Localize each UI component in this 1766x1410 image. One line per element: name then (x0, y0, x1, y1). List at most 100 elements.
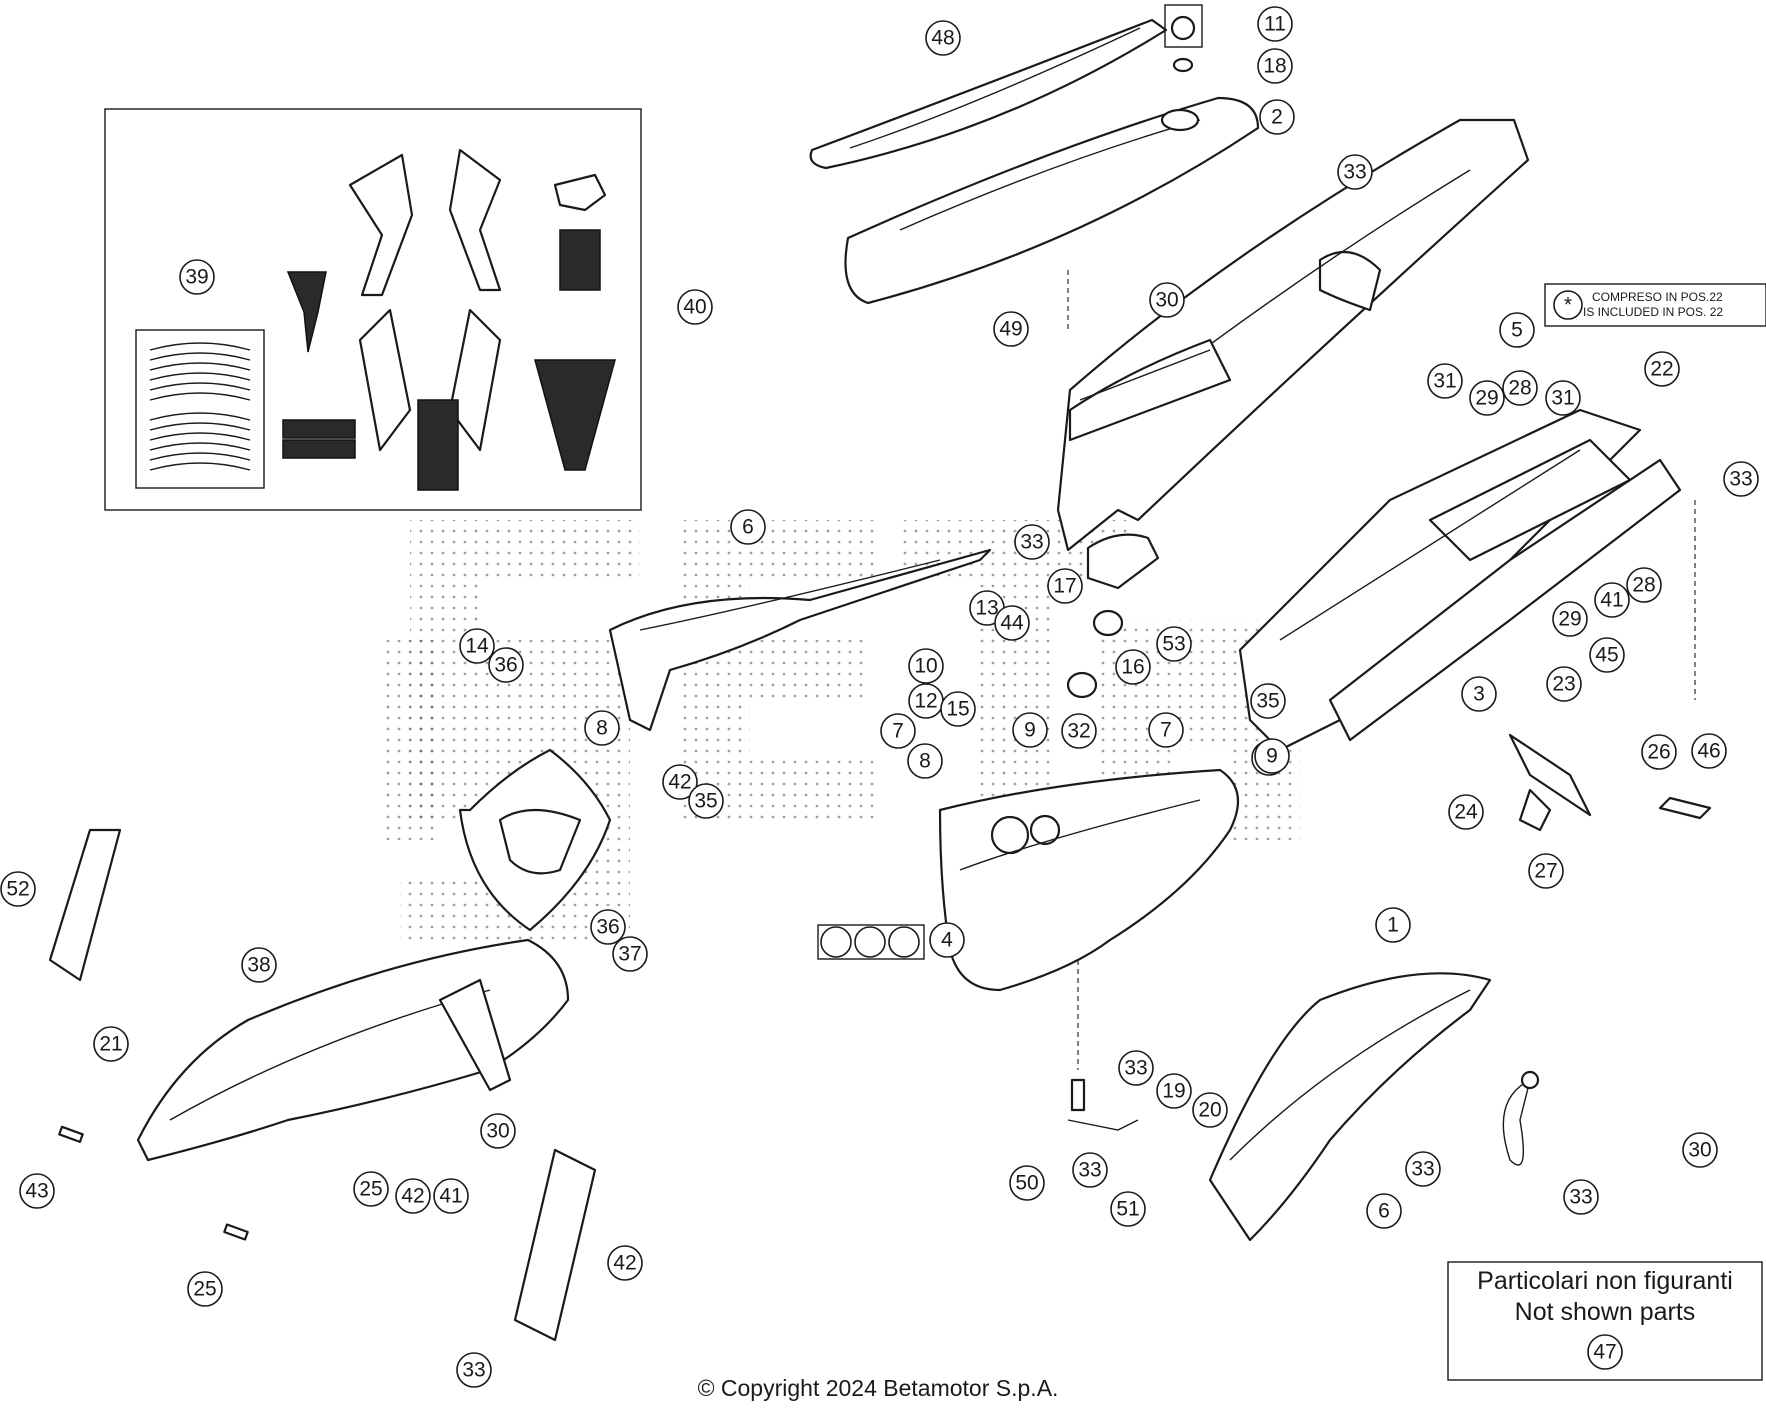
callout-28: 28 (1626, 567, 1662, 603)
license-plate-holder (1508, 733, 1712, 832)
callout-12: 12 (908, 683, 944, 719)
callout-circle (940, 691, 976, 727)
callout-number: 33 (1411, 1158, 1434, 1181)
note-part-circle (1587, 1334, 1623, 1370)
callout-number: 38 (247, 954, 270, 977)
callout-number: 5 (1511, 319, 1523, 342)
callout-circle (612, 936, 648, 972)
callout-number: 25 (193, 1278, 216, 1301)
callout-20: 20 (1192, 1092, 1228, 1128)
callout-17: 17 (1047, 568, 1083, 604)
callout-circle (1148, 712, 1184, 748)
seat-base (844, 96, 1260, 305)
callout-circle (584, 710, 620, 746)
callout-circle (1254, 738, 1290, 774)
callout-circle (1061, 713, 1097, 749)
callout-number: 39 (185, 266, 208, 289)
callout-number: 4 (941, 929, 953, 952)
wiring-harness (1502, 1070, 1540, 1166)
callout-number: 48 (931, 27, 954, 50)
callout-37: 37 (612, 936, 648, 972)
callout-circle (179, 259, 215, 295)
callout-30: 30 (480, 1113, 516, 1149)
callout-9: 9 (1012, 712, 1048, 748)
callout-circle (353, 1171, 389, 1207)
callout-circle (1118, 1050, 1154, 1086)
callout-36: 36 (590, 909, 626, 945)
callout-circle (1192, 1092, 1228, 1128)
callout-49: 49 (993, 311, 1029, 347)
callout-circle (1375, 907, 1411, 943)
callout-circle (1337, 154, 1373, 190)
callout-number: 33 (1124, 1057, 1147, 1080)
callout-number: 43 (25, 1180, 48, 1203)
callout-41: 41 (433, 1178, 469, 1214)
callout-number: 9 (1024, 719, 1036, 742)
callout-circle (1723, 461, 1759, 497)
dashed-leaders (1067, 270, 1696, 1070)
callout-number: 33 (1343, 161, 1366, 184)
callout-circle (993, 311, 1029, 347)
callout-number: 30 (486, 1120, 509, 1143)
fuel-tank-group-box: 19 20 21 (817, 924, 925, 960)
callout-6: 6 (730, 509, 766, 545)
callout-number: 27 (1534, 860, 1557, 883)
callout-16: 16 (1115, 649, 1151, 685)
callout-number: 22 (1650, 358, 1673, 381)
callout-14: 14 (459, 628, 495, 664)
callout-number: 29 (1558, 608, 1581, 631)
callout-circle (19, 1173, 55, 1209)
callout-number: 49 (999, 318, 1022, 341)
callout-44: 44 (994, 605, 1030, 641)
callout-circle (907, 743, 943, 779)
callout-circle (688, 783, 724, 819)
callout-number: 36 (596, 916, 619, 939)
callout-circle (1009, 1165, 1045, 1201)
callout-52: 52 (0, 871, 36, 907)
callout-number: 16 (1121, 656, 1144, 679)
callout-number: 14 (465, 635, 489, 658)
legend-box: * COMPRESO IN POS.22 IS INCLUDED IN POS.… (1544, 283, 1766, 327)
callout-19: 19 (1156, 1073, 1192, 1109)
callout-circle (730, 509, 766, 545)
callout-15: 15 (940, 691, 976, 727)
front-side-panel-left (608, 548, 992, 732)
callout-number: 10 (914, 655, 937, 678)
callout-number: 6 (742, 516, 754, 539)
front-fender (136, 938, 570, 1162)
callout-number: 41 (1600, 589, 1623, 612)
fuel-sender (1067, 1078, 1139, 1131)
callout-circle (1047, 568, 1083, 604)
fuel-cap-top (1164, 4, 1203, 73)
rim-stickers (149, 342, 251, 471)
callout-53: 53 (1156, 626, 1192, 662)
callout-51: 51 (1110, 1191, 1146, 1227)
callout-3: 3 (1461, 676, 1497, 712)
callout-circle (1626, 567, 1662, 603)
callout-number: 7 (1160, 719, 1172, 742)
callout-2: 2 (1259, 99, 1295, 135)
callout-31: 31 (1545, 380, 1581, 416)
callout-circle (456, 1352, 492, 1388)
callout-circle (187, 1271, 223, 1307)
callout-11: 11 (1257, 6, 1293, 42)
callout-circle (1257, 48, 1293, 84)
callout-circle (1563, 1179, 1599, 1215)
callout-number: 30 (1155, 289, 1178, 312)
callout-circle (908, 648, 944, 684)
callout-33: 33 (1014, 524, 1050, 560)
callout-40: 40 (677, 289, 713, 325)
callout-circle (1499, 312, 1535, 348)
callout-number: 42 (613, 1252, 636, 1275)
callout-33: 33 (1337, 154, 1373, 190)
callout-number: 29 (1475, 387, 1498, 410)
callout-circle (1427, 363, 1463, 399)
callout-27: 27 (1528, 853, 1564, 889)
callout-number: 7 (892, 720, 904, 743)
callout-number: 8 (596, 717, 608, 740)
callout-number: 53 (1162, 633, 1185, 656)
callout-number: 37 (618, 943, 641, 966)
callout-33: 33 (1118, 1050, 1154, 1086)
callout-circle (590, 909, 626, 945)
